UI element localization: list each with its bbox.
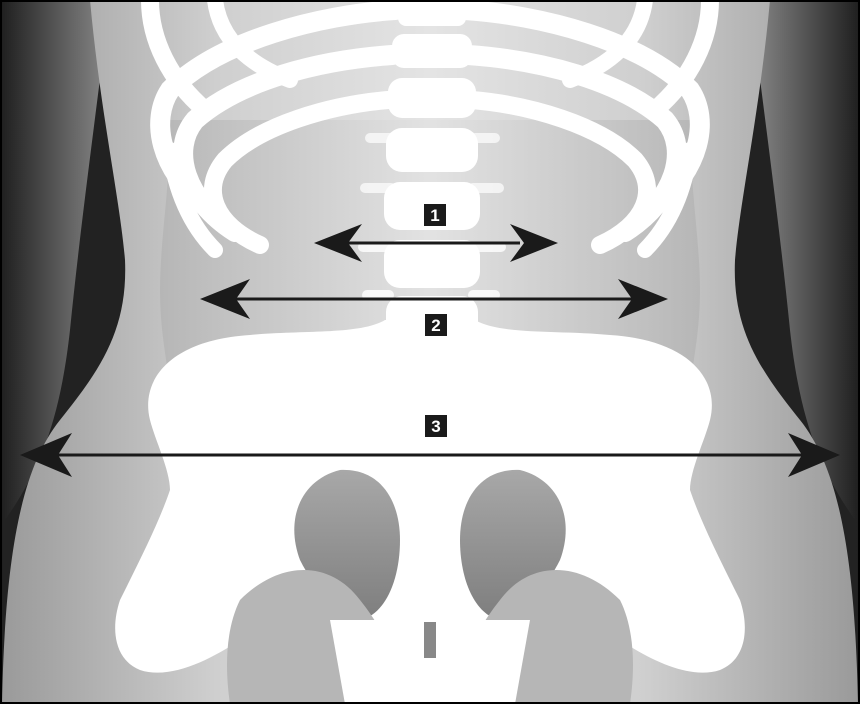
- marker-1: 1: [424, 204, 446, 226]
- marker-2-label: 2: [431, 316, 440, 335]
- marker-3: 3: [425, 415, 447, 437]
- marker-1-label: 1: [430, 206, 439, 225]
- pubic-symphysis: [424, 622, 436, 658]
- marker-3-label: 3: [431, 417, 440, 436]
- marker-2: 2: [425, 314, 447, 336]
- ischial-area-right: [440, 620, 530, 704]
- ischial-area: [330, 620, 420, 704]
